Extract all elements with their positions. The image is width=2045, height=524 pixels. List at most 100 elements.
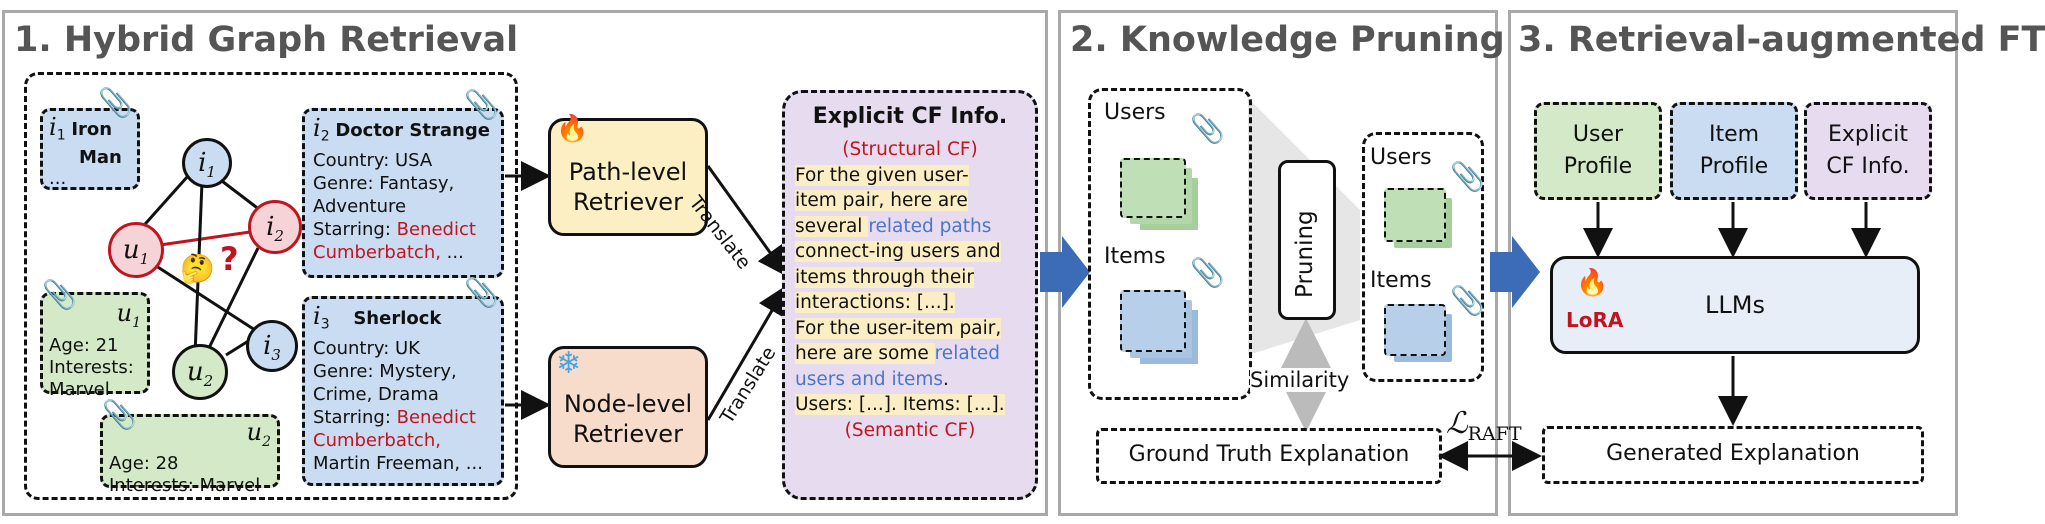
path-level-retriever-label-1: Path-level	[568, 158, 688, 186]
cf-text-line-3a: several	[795, 215, 869, 237]
card-sherlock-genre: Genre: Mystery,	[313, 360, 457, 382]
generated-explanation-label: Generated Explanation	[1606, 441, 1860, 466]
llms-box: LLMs	[1550, 256, 1920, 354]
edge-u2-i1	[193, 181, 204, 356]
card-user-1-id: u	[116, 299, 133, 327]
semantic-cf-label: (Semantic CF)	[844, 419, 976, 441]
llms-label: LLMs	[1705, 291, 1765, 319]
card-iron-man-title-1: Iron	[71, 119, 113, 140]
edge-i1-i2	[217, 176, 261, 212]
paperclip-icon: 📎	[1190, 112, 1225, 145]
card-doctor-strange-genre-2: Adventure	[313, 195, 407, 217]
card-sherlock-starring-more: Martin Freeman, ...	[313, 452, 483, 474]
lora-label: LoRA	[1566, 308, 1624, 332]
cf-text-line-2: item pair, here are	[795, 190, 968, 211]
thinking-face-icon: 🤔	[180, 252, 215, 285]
edge-u1-i2	[159, 230, 251, 247]
panel-2-title: 2. Knowledge Pruning	[1070, 20, 1505, 60]
question-mark: ?	[220, 240, 239, 278]
card-doctor-strange-starring-2: Cumberbatch,	[313, 241, 441, 263]
card-user-1-id-sub: 1	[132, 314, 141, 331]
node-level-retriever: Node-level Retriever	[548, 346, 708, 468]
node-level-retriever-label-2: Retriever	[573, 420, 683, 448]
card-user-2-id-sub: 2	[262, 433, 271, 450]
paperclip-icon: 📎	[1190, 256, 1225, 289]
user-profile-label-2: Profile	[1563, 154, 1633, 179]
card-doctor-strange-title: Doctor Strange	[335, 120, 490, 141]
node-i3: i3	[246, 320, 298, 372]
card-user-2-interests: Interests: Marvel	[109, 474, 261, 496]
card-sherlock-starring-2: Cumberbatch,	[313, 429, 441, 451]
pruning-label: Pruning	[1292, 210, 1318, 298]
items-after-label: Items	[1370, 268, 1432, 293]
arrow-translate-node	[706, 284, 788, 421]
explicit-cf-info-box: Explicit CF Info. (Structural CF) For th…	[782, 90, 1038, 500]
big-arrow-1	[1040, 236, 1090, 308]
card-user-1-interests-value: Marvel	[49, 378, 110, 400]
card-sherlock-country: Country: UK	[313, 337, 420, 359]
users-stack	[1120, 158, 1186, 218]
item-profile-box: Item Profile	[1670, 102, 1798, 200]
items-after-stack	[1384, 304, 1446, 356]
structural-cf-label: (Structural CF)	[842, 139, 978, 160]
card-doctor-strange-country: Country: USA	[313, 149, 433, 171]
arrow-translate-path	[706, 165, 788, 277]
paperclip-icon: 📎	[42, 278, 77, 311]
card-sherlock: i3 Sherlock Country: UK Genre: Mystery, …	[302, 296, 504, 486]
paperclip-icon: 📎	[464, 88, 499, 121]
cf-text-line-4: connect-ing users and	[795, 241, 1001, 262]
paperclip-icon: 📎	[1450, 284, 1485, 317]
card-user-2-id: u	[246, 418, 263, 446]
panel-3-title: 3. Retrieval-augmented FT	[1518, 20, 2045, 60]
card-sherlock-starring-label: Starring:	[313, 406, 397, 428]
pruning-box	[1278, 160, 1336, 320]
edge-u2-i2	[206, 247, 260, 351]
cf-text-line-8a: here are some	[795, 343, 935, 364]
card-doctor-strange-id: i	[313, 114, 321, 142]
cf-text-line-9b: .	[943, 368, 949, 390]
ground-truth-box	[1096, 428, 1442, 484]
card-user-1: u1 Age: 21 Interests: Marvel	[40, 292, 150, 400]
card-iron-man-title-2: Man	[79, 146, 122, 168]
cf-text-line-5: items through their	[795, 266, 974, 288]
card-user-2: u2 Age: 28 Interests: Marvel	[100, 414, 280, 496]
item-profile-label-2: Profile	[1699, 154, 1769, 179]
node-u1: u1	[108, 222, 164, 278]
cf-info-label-2: CF Info.	[1826, 154, 1910, 179]
card-doctor-strange-id-sub: 2	[320, 128, 330, 145]
card-user-2-age: Age: 28	[109, 452, 179, 474]
cf-info-box: Explicit CF Info.	[1804, 102, 1932, 200]
snowflake-icon: ❄	[556, 346, 582, 381]
pruning-input-box	[1088, 88, 1252, 400]
raft-loss-label: ℒRAFT	[1446, 406, 1522, 445]
card-doctor-strange-starring: Benedict	[396, 218, 476, 240]
card-doctor-strange-genre: Genre: Fantasy,	[313, 172, 455, 194]
cf-text-line-6: interactions: [...].	[795, 292, 955, 313]
path-level-retriever-label-2: Retriever	[573, 188, 683, 216]
ground-truth-label: Ground Truth Explanation	[1128, 442, 1410, 467]
card-doctor-strange-starring-label: Starring:	[313, 218, 397, 240]
card-sherlock-id: i	[313, 302, 321, 330]
card-sherlock-id-sub: 3	[320, 316, 330, 333]
item-profile-label-1: Item	[1708, 122, 1760, 147]
users-after-label: Users	[1370, 145, 1432, 170]
cf-text-line-10: Users: [...]. Items: [...].	[795, 394, 1005, 415]
user-profile-box: User Profile	[1534, 102, 1662, 200]
cf-text-line-1: For the given user-	[795, 164, 969, 186]
cf-related: related	[934, 343, 1001, 364]
paperclip-icon: 📎	[102, 398, 137, 431]
paperclip-icon: 📎	[1450, 160, 1485, 193]
card-sherlock-title: Sherlock	[353, 308, 442, 329]
card-sherlock-genre-2: Crime, Drama	[313, 383, 439, 405]
graph-region	[24, 72, 518, 500]
fire-icon: 🔥	[1576, 268, 1609, 298]
items-stack	[1120, 290, 1186, 352]
cf-text-line-7: For the user-item pair,	[795, 317, 1002, 339]
card-iron-man-more: ...	[49, 167, 67, 189]
node-i2: i2	[248, 200, 302, 254]
users-label: Users	[1104, 100, 1166, 125]
items-label: Items	[1104, 244, 1166, 269]
paperclip-icon: 📎	[464, 276, 499, 309]
pruning-output-box	[1362, 132, 1484, 382]
cf-related-paths: related paths	[868, 215, 992, 237]
